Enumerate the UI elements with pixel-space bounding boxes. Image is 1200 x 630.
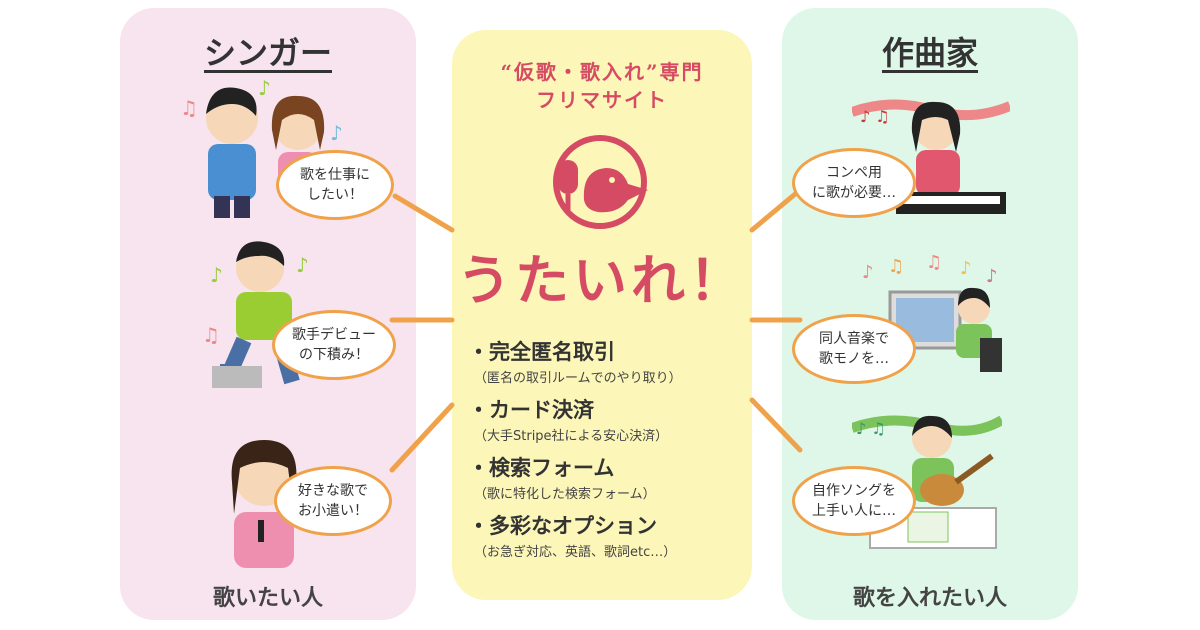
- guitarist-illustration: ♪ ♫: [852, 415, 1002, 549]
- svg-text:♪: ♪: [296, 253, 309, 277]
- speech-bubble: 同人音楽で歌モノを…: [792, 314, 916, 384]
- svg-text:♫: ♫: [202, 323, 220, 347]
- svg-text:♫: ♫: [180, 96, 198, 120]
- connector-line: [749, 187, 803, 233]
- feature-item: ・検索フォーム （歌に特化した検索フォーム）: [468, 456, 656, 502]
- singing-duo-illustration: ♫ ♪ ♪: [180, 76, 343, 218]
- speech-bubble: 歌を仕事にしたい！: [276, 150, 394, 220]
- svg-text:♪ ♫: ♪ ♫: [860, 107, 890, 126]
- feature-list: ・完全匿名取引 （匿名の取引ルームでのやり取り） ・カード決済 （大手Strip…: [468, 336, 758, 568]
- svg-text:♪: ♪: [862, 262, 874, 283]
- connector-line: [389, 402, 455, 473]
- svg-text:♪: ♪: [986, 266, 998, 287]
- composer-footer: 歌を入れたい人: [852, 586, 1007, 611]
- dancing-singer-illustration: ♪ ♫ ♪: [202, 241, 309, 388]
- speech-bubble: 歌手デビューの下積み！: [272, 310, 396, 380]
- svg-text:♪: ♪: [258, 76, 271, 100]
- svg-text:♪: ♪: [210, 263, 223, 287]
- service-panel: [452, 30, 752, 600]
- singer-footer: 歌いたい人: [212, 586, 323, 611]
- pianist-illustration: ♪ ♫: [852, 99, 1010, 214]
- svg-text:♪: ♪: [330, 121, 343, 145]
- singer-heading: シンガー: [203, 34, 332, 72]
- service-tagline: “仮歌・歌入れ”専門 フリマサイト: [500, 60, 704, 112]
- svg-text:♪: ♪: [960, 258, 972, 279]
- composer-heading: 作曲家: [881, 34, 978, 72]
- connector-line: [749, 397, 803, 453]
- connector-line: [392, 193, 455, 233]
- speech-bubble: 自作ソングを上手い人に…: [792, 466, 916, 536]
- speech-bubble: コンペ用に歌が必要…: [792, 148, 916, 218]
- svg-text:♪ ♫: ♪ ♫: [856, 419, 886, 438]
- feature-item: ・完全匿名取引 （匿名の取引ルームでのやり取り）: [468, 340, 682, 386]
- bird-microphone-logo: [553, 135, 648, 229]
- brand-name: うたいれ！: [457, 248, 747, 312]
- svg-text:♫: ♫: [926, 252, 942, 273]
- speech-bubble: 好きな歌でお小遣い！: [274, 466, 392, 536]
- feature-item: ・カード決済 （大手Stripe社による安心決済）: [468, 398, 669, 444]
- svg-text:♫: ♫: [888, 256, 904, 277]
- feature-item: ・多彩なオプション （お急ぎ対応、英語、歌詞etc…）: [468, 514, 677, 560]
